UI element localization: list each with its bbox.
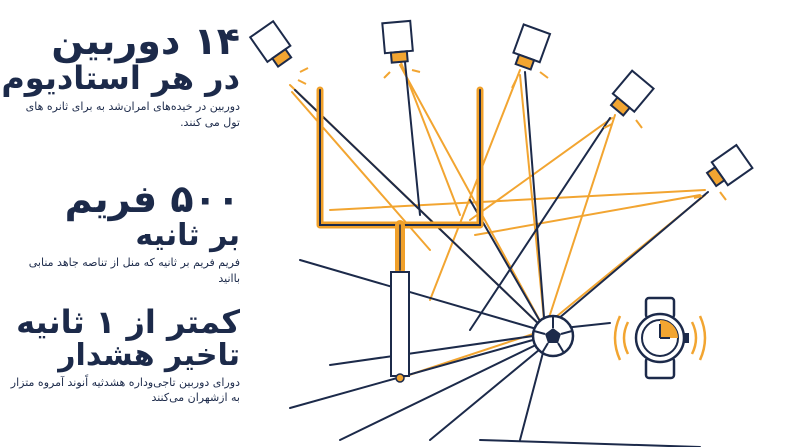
stat-latency-headline: کمتر از ۱ ثانیه	[16, 303, 240, 341]
stat-latency: کمتر از ۱ ثانیه تاخیر هشدار دورای دوربین…	[10, 303, 240, 406]
camera-icon	[609, 69, 655, 117]
camera-icon	[248, 19, 293, 69]
stat-cameras-headline: ۱۴ دوربین	[51, 19, 240, 63]
camera-icon	[381, 19, 414, 64]
stat-cameras: ۱۴ دوربین در هر استادیوم دوربین در خیده‌…	[1, 19, 240, 130]
stat-latency-subhead: تاخیر هشدار	[58, 337, 240, 373]
stat-latency-note: دورای دوربین تاجی‌وداره هشد‌ثیه اًنوند آ…	[10, 376, 240, 405]
camera-icon	[512, 23, 552, 71]
goalpost	[316, 86, 484, 383]
stat-frames-headline: ۵۰۰ فریم	[64, 177, 240, 221]
stat-cameras-subhead: در هر استادیوم	[1, 58, 240, 97]
soccer-ball-icon	[531, 314, 575, 358]
stopwatch-icon	[613, 296, 707, 380]
stat-frames-subhead: بر ثانیه	[135, 217, 240, 253]
flash-rays	[297, 67, 727, 201]
stat-frames: ۵۰۰ فریم بر ثانیه فریم فریم بر ثانیه که …	[10, 177, 240, 286]
stat-frames-note: فریم فریم بر ثانیه که منل از تناصه جاهد …	[28, 256, 240, 285]
camera-beams-navy	[289, 61, 709, 447]
stat-cameras-note: دوربین در خیده‌های امران‌شد به برای ثانر…	[25, 100, 240, 129]
camera-icon	[705, 143, 754, 188]
